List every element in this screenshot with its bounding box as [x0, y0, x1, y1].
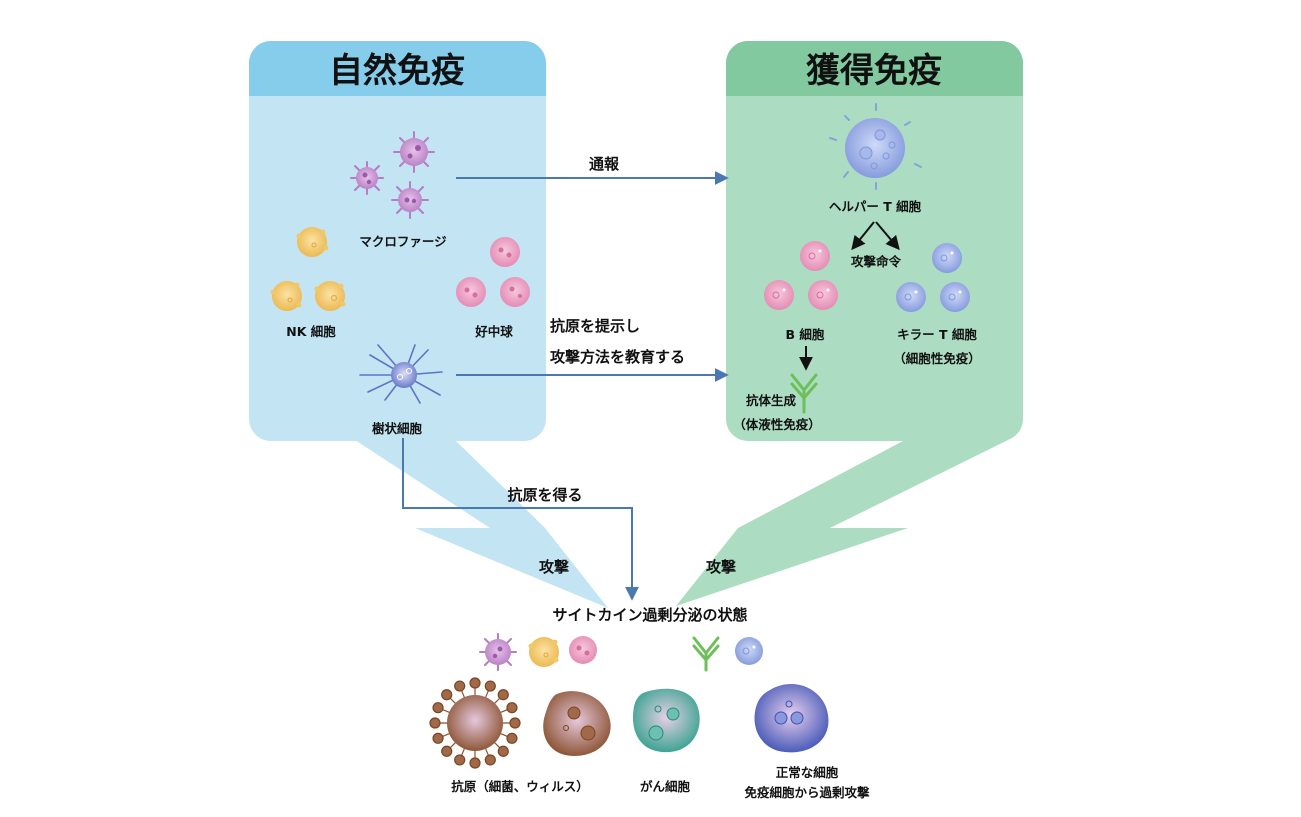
antigen-spike-knob: [432, 702, 444, 714]
antigen-spike-knob: [429, 717, 441, 729]
present-antigen-label-1: 抗原を提示し: [550, 317, 640, 335]
neutrophil-icon: [456, 237, 530, 307]
nk-cell-icon: [270, 227, 346, 311]
killer-t-cell-icon: [896, 243, 970, 312]
antigen-spike-knob: [432, 732, 444, 744]
antigen-spike-knob: [506, 732, 518, 744]
obtain-antigen-label: 抗原を得る: [507, 486, 582, 504]
cytokine-state-title: サイトカイン過剰分泌の状態: [552, 606, 747, 624]
dendritic-cell-label: 樹状細胞: [372, 421, 423, 436]
cancer-cell-label: がん細胞: [640, 779, 691, 794]
attack-order-label: 攻撃命令: [851, 254, 902, 269]
attack-left-label: 攻撃: [539, 558, 569, 576]
normal-cell-icon: [754, 684, 829, 753]
attack-arrow-right: [676, 440, 1008, 606]
acquired-title: 獲得免疫: [806, 51, 942, 91]
innate-title: 自然免疫: [329, 51, 465, 91]
killer-t-cell-label: キラー T 細胞: [897, 327, 977, 342]
antigen-spike-knob: [441, 689, 453, 701]
acquired-panel: 獲得免疫: [726, 41, 1023, 441]
antigen-spike-knob: [484, 680, 496, 692]
macrophage-label: マクロファージ: [359, 234, 447, 249]
antigen-spike-knob: [484, 754, 496, 766]
attack-right-label: 攻撃: [706, 558, 736, 576]
humoral-immunity-label: （体液性免疫）: [733, 417, 821, 432]
attack-order-arrows: [851, 221, 900, 251]
antigen-label: 抗原（細菌、ウィルス）: [451, 779, 589, 794]
antibody-icon: [790, 373, 818, 414]
antigen-spike-knob: [469, 757, 481, 769]
b-cell-label: B 細胞: [786, 327, 825, 342]
attacking-cells-group: [479, 633, 763, 672]
antibody-production-label: 抗体生成: [746, 393, 797, 408]
obtain-antigen-arrow: [402, 438, 639, 601]
innate-panel: 自然免疫: [249, 41, 546, 441]
normal-cell-label-1: 正常な細胞: [776, 765, 839, 780]
antigen-spike-knob: [497, 689, 509, 701]
dendritic-cell-icon: [359, 344, 443, 404]
notify-label: 通報: [589, 155, 620, 173]
antigen-spike-knob: [497, 745, 509, 757]
normal-cell-label-2: 免疫細胞から過剰攻撃: [744, 785, 870, 800]
helper-t-cell-icon: [829, 103, 922, 190]
cancer-cell-icon: [633, 688, 700, 753]
antigen-spike-knob: [454, 680, 466, 692]
bacteria-cell-icon: [543, 691, 611, 756]
neutrophil-label: 好中球: [474, 324, 513, 339]
antigen-spike-knob: [454, 754, 466, 766]
b-cell-icon: [764, 241, 838, 310]
cellular-immunity-label: （細胞性免疫）: [893, 351, 981, 366]
helper-t-cell-label: ヘルパー T 細胞: [829, 199, 922, 214]
nk-cell-label: NK 細胞: [286, 324, 336, 339]
present-antigen-label-2: 攻撃方法を教育する: [550, 348, 685, 366]
antigen-spike-knob: [506, 702, 518, 714]
antigen-spike-knob: [469, 677, 481, 689]
macrophage-icon: [350, 131, 435, 219]
antigen-icon: [429, 677, 521, 769]
antigen-spike-knob: [441, 745, 453, 757]
antigen-spike-knob: [509, 717, 521, 729]
attack-arrow-left: [355, 440, 608, 608]
